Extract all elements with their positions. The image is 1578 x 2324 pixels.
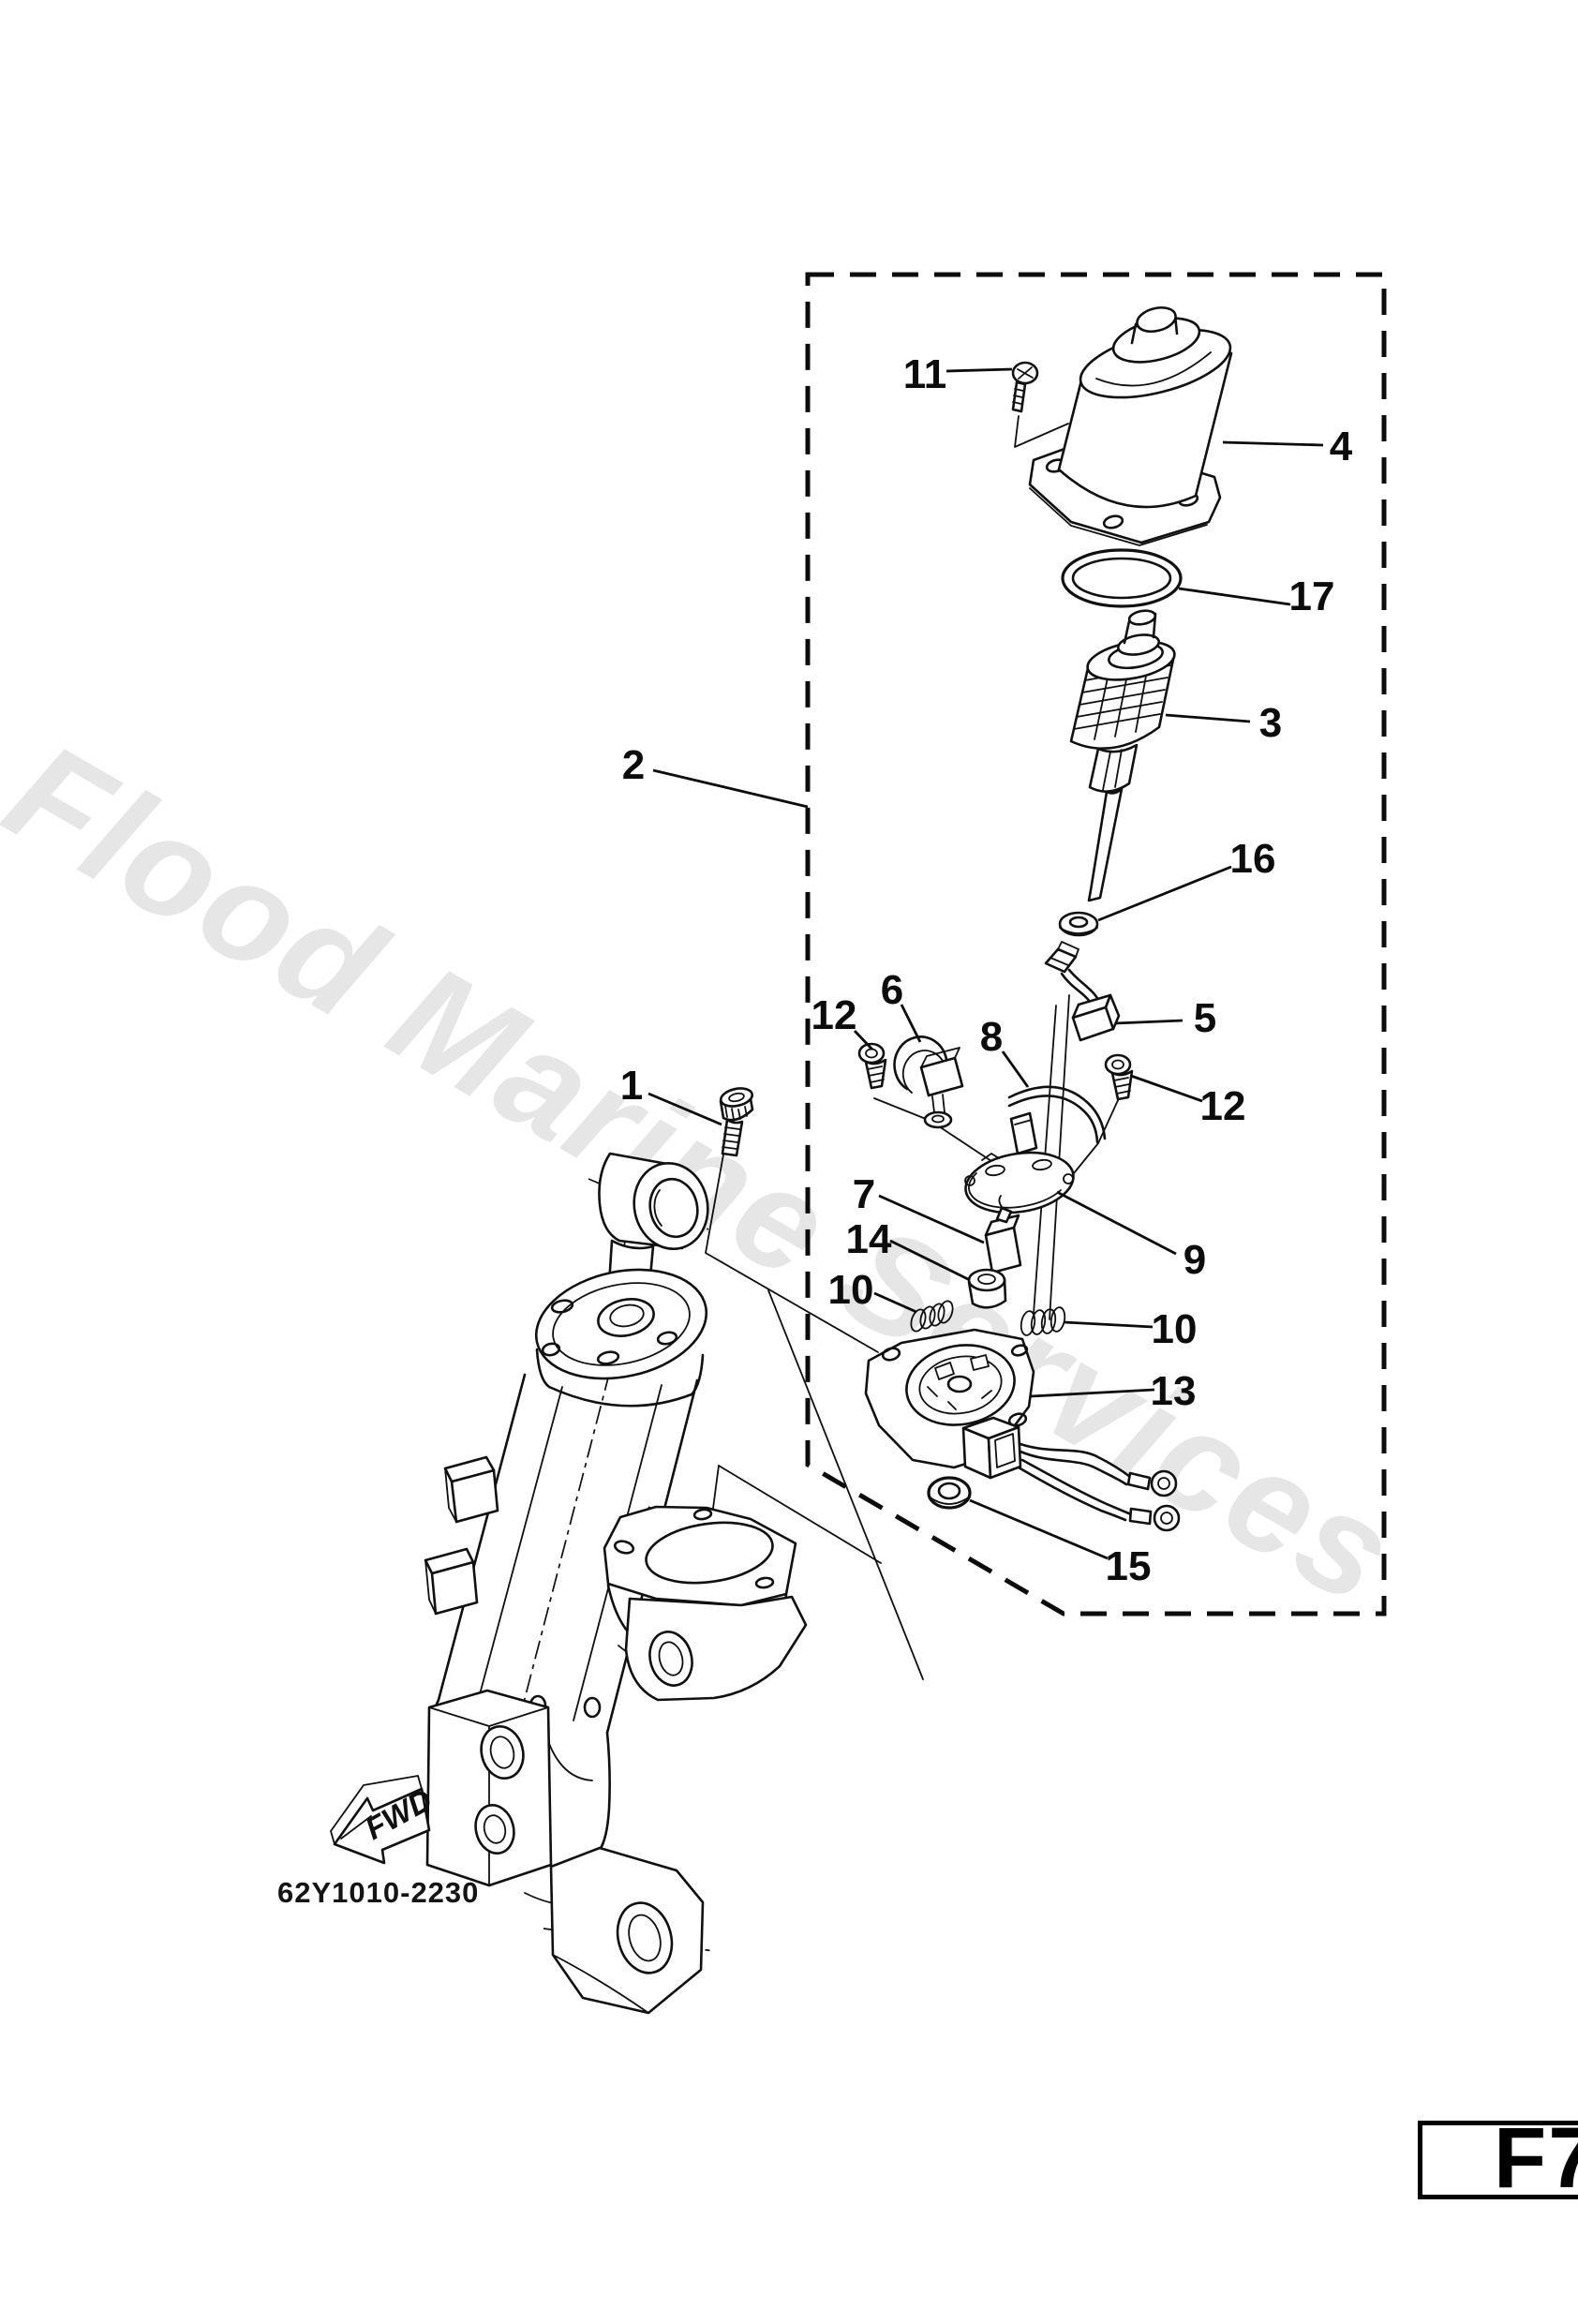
page-code: F7 xyxy=(1494,2110,1578,2206)
page-code-box: F7 xyxy=(1418,2115,1578,2201)
callout-label-17: 17 xyxy=(1289,574,1335,619)
leader-line-14 xyxy=(889,1239,971,1282)
screw-12-left xyxy=(857,1042,887,1090)
brush-6 xyxy=(893,1035,964,1129)
callout-label-10: 10 xyxy=(1152,1306,1198,1352)
dashed-assembly-box xyxy=(805,272,1387,1616)
brush-7 xyxy=(984,1195,1022,1274)
leader-line-10 xyxy=(1064,1320,1154,1329)
callout-label-9: 9 xyxy=(1184,1237,1206,1283)
leader-line-11 xyxy=(945,367,1013,373)
leader-line-3 xyxy=(1165,713,1251,723)
callout-label-15: 15 xyxy=(1106,1543,1152,1589)
fwd-arrow: FWD xyxy=(330,1775,438,1865)
grommet-15 xyxy=(927,1476,972,1510)
o-ring-17 xyxy=(1061,548,1183,608)
callout-label-1: 1 xyxy=(620,1063,643,1109)
screw-11 xyxy=(1011,361,1039,413)
leader-line-12 xyxy=(1130,1074,1203,1103)
bolt-1 xyxy=(719,1087,754,1157)
callout-label-4: 4 xyxy=(1330,424,1353,469)
bushing-14 xyxy=(967,1268,1007,1309)
leader-line-4 xyxy=(1222,440,1324,447)
callout-label-2: 2 xyxy=(622,742,645,788)
leader-line-2 xyxy=(652,768,809,809)
motor-base-13 xyxy=(864,1328,1181,1532)
leader-line-10 xyxy=(873,1291,917,1314)
washer-16 xyxy=(1058,911,1099,937)
motor-unit-4 xyxy=(1028,305,1233,546)
armature-3 xyxy=(1069,609,1176,902)
leader-line-13 xyxy=(1030,1388,1155,1398)
lead-wire-5 xyxy=(1044,941,1121,1042)
callout-label-10: 10 xyxy=(828,1267,874,1313)
leader-line-12 xyxy=(853,1030,874,1050)
callout-label-12: 12 xyxy=(811,992,857,1038)
callout-label-3: 3 xyxy=(1259,700,1282,746)
callouts-layer: 11 4 17 3 2 16 6 12 5 8 1 12 714 9 10 10 13 15 xyxy=(620,351,1353,1589)
callout-label-5: 5 xyxy=(1194,995,1216,1041)
screw-12-right xyxy=(1104,1053,1134,1101)
leader-line-5 xyxy=(1114,1019,1184,1025)
spring-10-left xyxy=(910,1300,954,1333)
callout-label-12: 12 xyxy=(1200,1083,1246,1129)
leader-line-17 xyxy=(1178,587,1291,606)
spring-10-right xyxy=(1020,1306,1066,1336)
drawing-number: 62Y1010-2230 xyxy=(277,1876,480,1909)
leader-line-7 xyxy=(878,1194,985,1244)
tilt-cylinder-unit xyxy=(424,1152,808,2015)
leader-line-1 xyxy=(648,1092,722,1126)
callout-label-16: 16 xyxy=(1230,836,1276,882)
brush-holder-8 xyxy=(1007,1085,1107,1155)
leader-line-6 xyxy=(900,1004,922,1043)
callout-label-14: 14 xyxy=(846,1216,892,1262)
callout-label-7: 7 xyxy=(853,1171,875,1217)
brush-plate xyxy=(964,1151,1075,1214)
leader-line-8 xyxy=(1001,1050,1030,1088)
leader-line-9 xyxy=(1056,1190,1177,1256)
callout-label-6: 6 xyxy=(881,967,903,1013)
callout-label-8: 8 xyxy=(980,1014,1003,1060)
leader-line-16 xyxy=(1097,865,1232,922)
callout-label-11: 11 xyxy=(903,351,947,397)
callout-label-13: 13 xyxy=(1151,1368,1197,1414)
leader-line-15 xyxy=(969,1498,1109,1560)
